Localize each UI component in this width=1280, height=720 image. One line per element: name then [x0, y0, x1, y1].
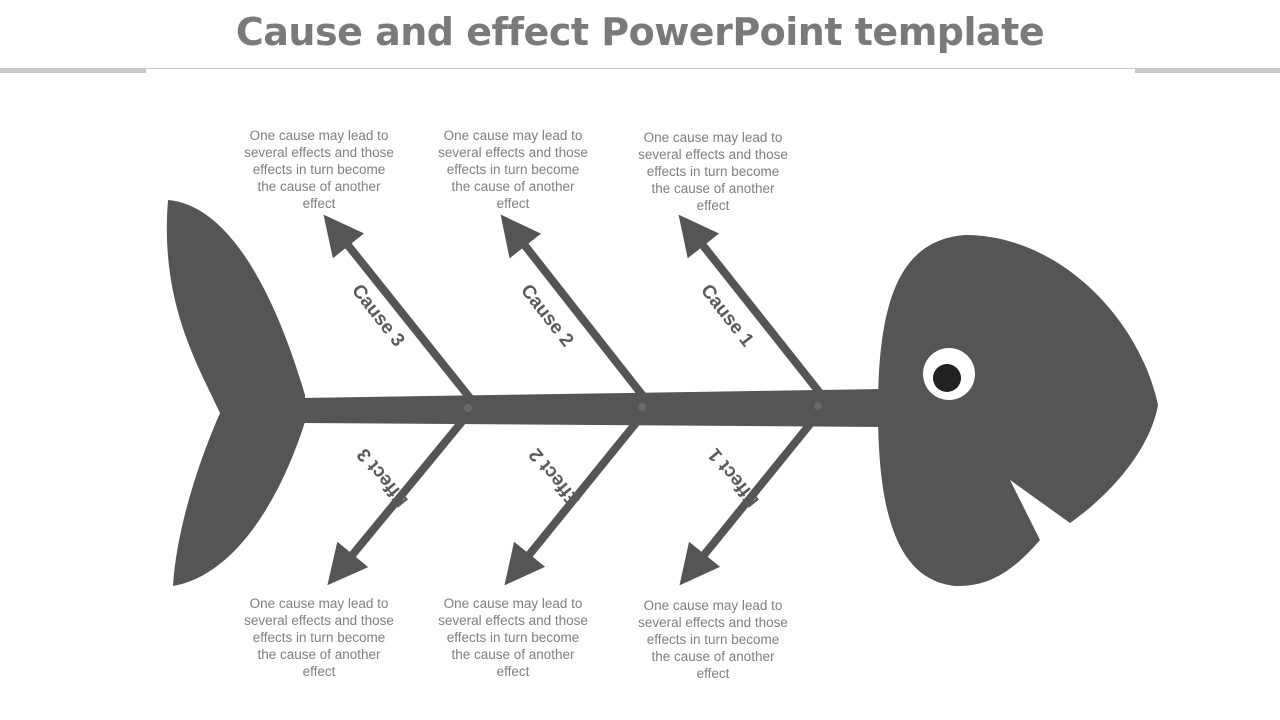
cause-bone-3 — [323, 214, 474, 401]
slide-title: Cause and effect PowerPoint template — [235, 10, 1045, 54]
effect-bone-3 — [327, 415, 469, 586]
effect-2-description: One cause may lead to several effects an… — [438, 596, 588, 679]
fish-head — [878, 235, 1158, 587]
effect-bone-1 — [679, 415, 819, 586]
cause-1-description: One cause may lead to several effects an… — [638, 130, 788, 213]
title-divider — [0, 68, 1280, 69]
cause-3-description: One cause may lead to several effects an… — [244, 128, 394, 211]
effect-bone-2 — [504, 415, 644, 586]
fish-pupil — [933, 364, 961, 392]
effect-1-description: One cause may lead to several effects an… — [638, 598, 788, 681]
title-divider-accent-left — [0, 68, 146, 73]
cause-bone-2 — [500, 214, 647, 399]
fish-tail — [166, 200, 305, 586]
cause-bone-1 — [678, 214, 824, 396]
effect-3-description: One cause may lead to several effects an… — [244, 596, 394, 679]
fish-spine — [300, 389, 885, 427]
title-divider-accent-right — [1135, 68, 1280, 73]
cause-2-description: One cause may lead to several effects an… — [438, 128, 588, 211]
